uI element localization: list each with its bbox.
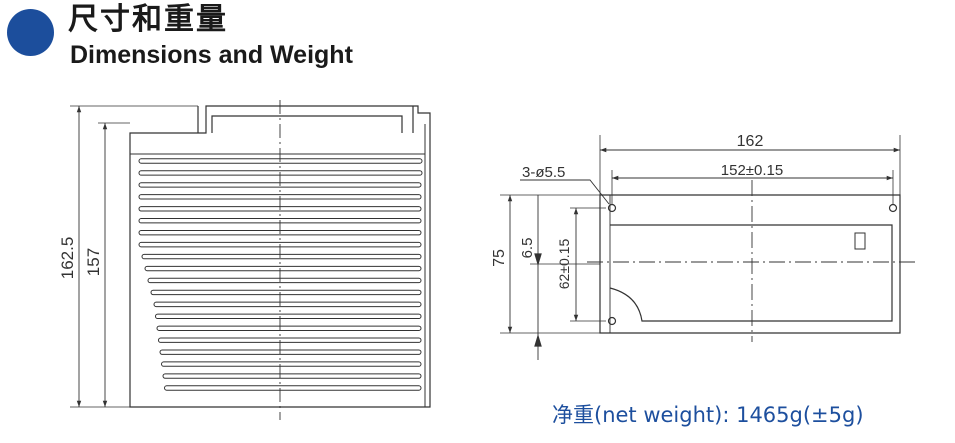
dim-label-157: 157 — [84, 248, 103, 276]
grille-slot — [153, 301, 422, 308]
grille-slot — [158, 337, 422, 343]
grille-slot — [162, 373, 422, 379]
side-inner-panel — [609, 224, 893, 322]
dim-label-162-5: 162.5 — [58, 237, 77, 280]
grille-slot — [141, 253, 422, 260]
front-top-bracket — [197, 106, 414, 133]
front-view — [70, 100, 431, 420]
side-view — [500, 135, 916, 360]
net-weight-label: 净重(net weight): 1465g(±5g) — [552, 403, 864, 427]
grille-slot — [161, 361, 422, 367]
dim-label-62: 62±0.15 — [556, 239, 572, 290]
side-body-outline — [599, 194, 901, 334]
grille-slot — [138, 158, 423, 164]
grille-slot — [147, 277, 422, 284]
grille-slot — [150, 289, 422, 296]
dim-label-75: 75 — [491, 249, 508, 267]
dim-arrow-6-5-bottom — [534, 333, 542, 347]
grille-slot — [159, 349, 422, 355]
header: 尺寸和重量 Dimensions and Weight — [0, 0, 955, 80]
side-latch — [854, 232, 866, 250]
dim-label-162: 162 — [737, 133, 764, 150]
grille-slot — [155, 313, 422, 320]
mount-hole-top-right — [888, 203, 898, 213]
grille-slot — [156, 325, 422, 331]
front-grille — [138, 158, 423, 391]
dim-label-152: 152±0.15 — [721, 162, 783, 179]
bullet-dot — [7, 9, 54, 56]
hole-spec-label: 3-ø5.5 — [522, 164, 565, 181]
hole-leader — [520, 179, 610, 205]
dim-label-6-5: 6.5 — [519, 238, 536, 259]
dim-arrow-6-5-top — [534, 253, 542, 267]
grille-slot — [164, 385, 422, 391]
title-english: Dimensions and Weight — [70, 41, 353, 69]
mount-hole-bottom-left — [607, 316, 617, 326]
grille-slot — [144, 265, 422, 272]
grille-slot — [138, 170, 423, 176]
title-chinese: 尺寸和重量 — [68, 2, 228, 37]
front-body-outline — [129, 105, 431, 408]
